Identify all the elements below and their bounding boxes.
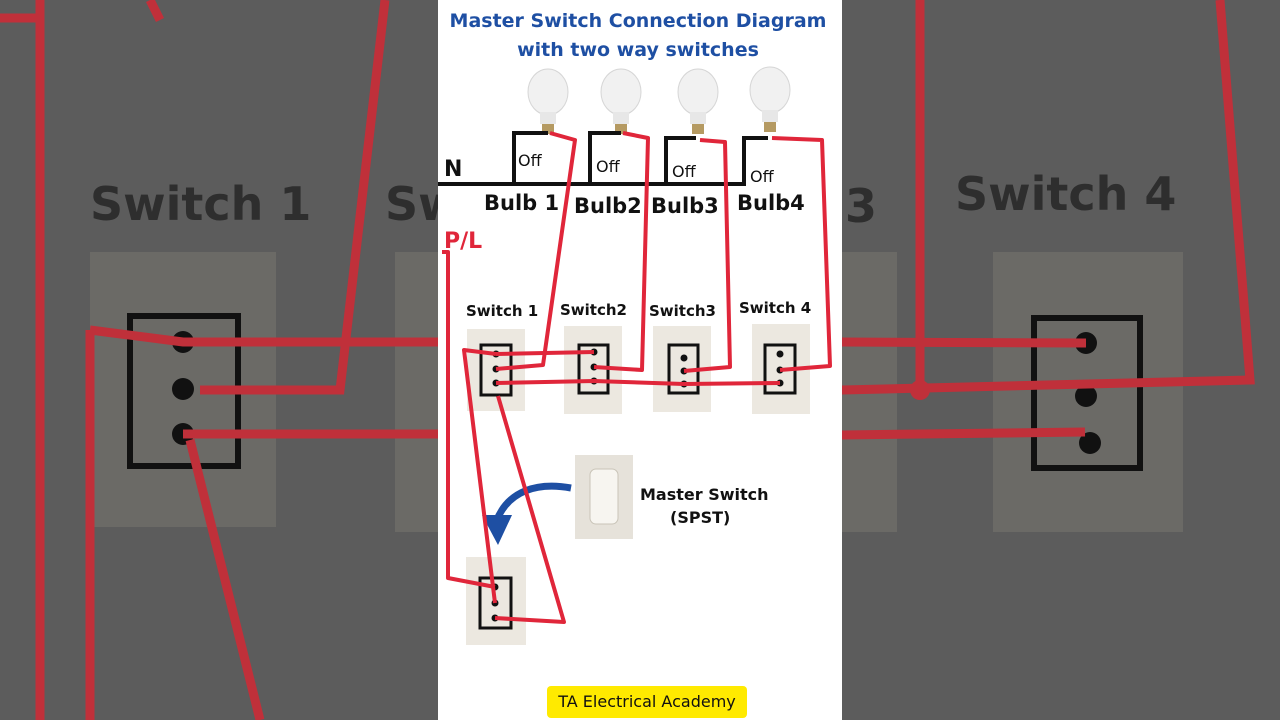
- diagram-title-line2: with two way switches: [517, 39, 759, 61]
- switch-1-label: Switch 1: [466, 302, 538, 320]
- phase-label: P/L: [444, 229, 482, 254]
- bg-label-right: Switch 4: [955, 167, 1176, 221]
- bulb-3-label: Bulb3: [651, 194, 719, 218]
- phase-wires: [442, 131, 832, 624]
- bulb-2-icon: [600, 68, 642, 134]
- bulb-1-label: Bulb 1: [484, 191, 559, 215]
- diagram-panel: Master Switch Connection Diagram with tw…: [438, 0, 842, 720]
- footer-badge: TA Electrical Academy: [547, 686, 747, 718]
- bulb-4-label: Bulb4: [737, 191, 805, 215]
- bulb-3-state: Off: [672, 162, 697, 181]
- switch-1: [467, 329, 525, 411]
- diagram-title-line1: Master Switch Connection Diagram: [450, 10, 827, 32]
- bg-label-right-partial: 3: [845, 179, 877, 233]
- bulb-2-state: Off: [596, 157, 621, 176]
- bulb-4-state: Off: [750, 167, 775, 186]
- master-switch-icon: [575, 455, 633, 539]
- neutral-label: N: [444, 157, 462, 182]
- switch-3-label: Switch3: [649, 302, 716, 320]
- switch-4-label: Switch 4: [739, 299, 811, 317]
- bulb-2-label: Bulb2: [574, 194, 642, 218]
- bulb-3-icon: [677, 68, 719, 134]
- master-switch-label: Master Switch: [640, 485, 769, 504]
- master-switch-type: (SPST): [670, 508, 730, 527]
- bg-label-left: Switch 1: [90, 177, 311, 231]
- bulb-4-icon: [749, 66, 791, 132]
- switch-2-label: Switch2: [560, 301, 627, 319]
- bulb-1-state: Off: [518, 151, 543, 170]
- bulb-1-icon: [527, 68, 569, 134]
